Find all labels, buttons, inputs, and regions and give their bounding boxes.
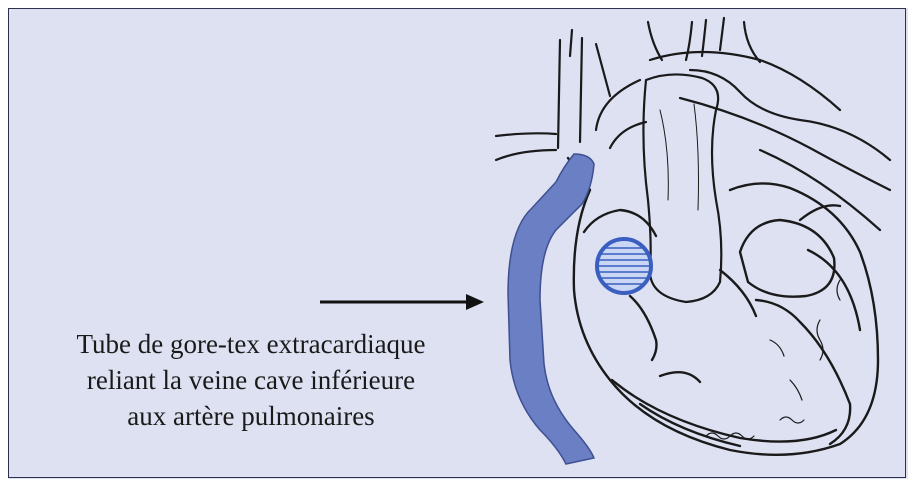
gore-tex-conduit xyxy=(508,154,594,464)
caption-line-2: reliant la veine cave inférieure xyxy=(16,362,486,398)
conduit-caption: Tube de gore-tex extracardiaque reliant … xyxy=(16,326,486,434)
pointer-arrow xyxy=(320,294,484,310)
aorta xyxy=(643,74,721,302)
heart-outline xyxy=(568,158,878,455)
blue-patch xyxy=(597,239,651,293)
caption-line-3: aux artère pulmonaires xyxy=(16,398,486,434)
caption-line-1: Tube de gore-tex extracardiaque xyxy=(16,326,486,362)
